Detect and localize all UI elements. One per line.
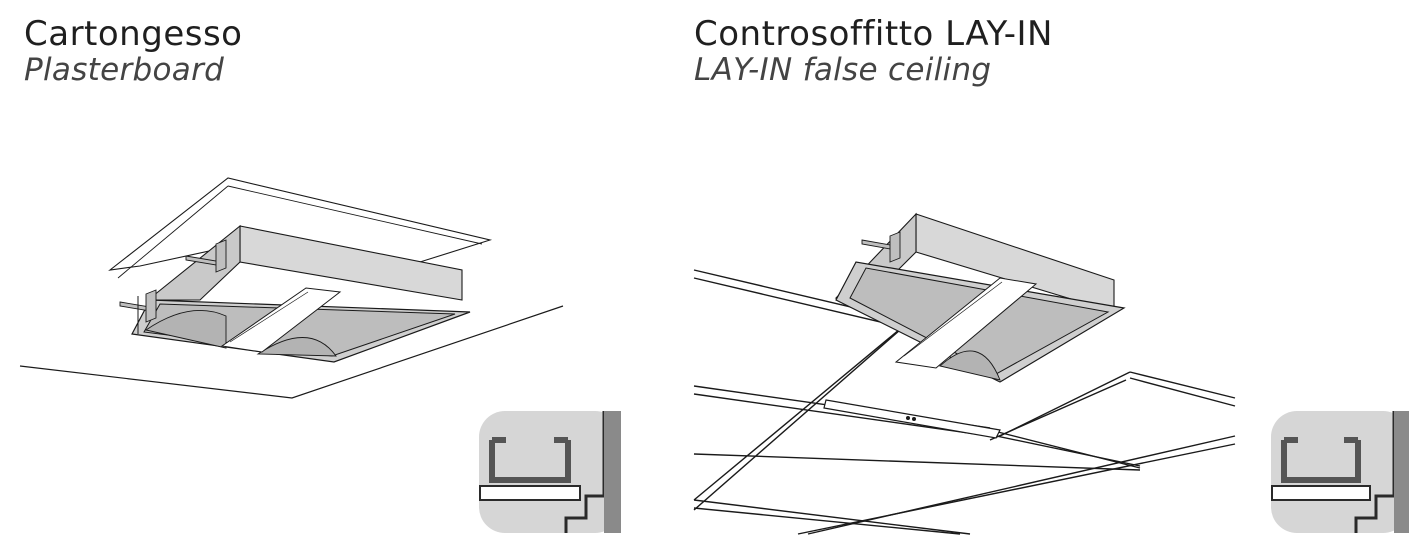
panel-subtitle: Plasterboard <box>24 52 225 88</box>
lay-in-ceiling-illustration <box>693 212 1236 535</box>
reflector-left <box>144 310 227 349</box>
panel-plasterboard: Cartongesso Plasterboard <box>0 0 690 535</box>
panel-lay-in-ceiling: Controsoffitto LAY-IN LAY-IN false ceili… <box>690 0 1412 535</box>
ceiling-plane <box>19 305 564 399</box>
diffuser-strip <box>894 277 1038 369</box>
reflector-right <box>256 337 337 357</box>
plasterboard-illustration <box>19 177 564 399</box>
mounting-bracket <box>861 231 901 263</box>
panel-title: Cartongesso <box>24 14 243 54</box>
profile-section-icon <box>479 411 621 533</box>
reflector-right <box>939 350 1001 381</box>
mounting-bracket <box>119 239 227 323</box>
profile-section-icon <box>1271 411 1409 533</box>
panel-subtitle: LAY-IN false ceiling <box>694 52 992 88</box>
panel-title: Controsoffitto LAY-IN <box>694 14 1053 54</box>
diffuser-strip <box>220 287 342 353</box>
